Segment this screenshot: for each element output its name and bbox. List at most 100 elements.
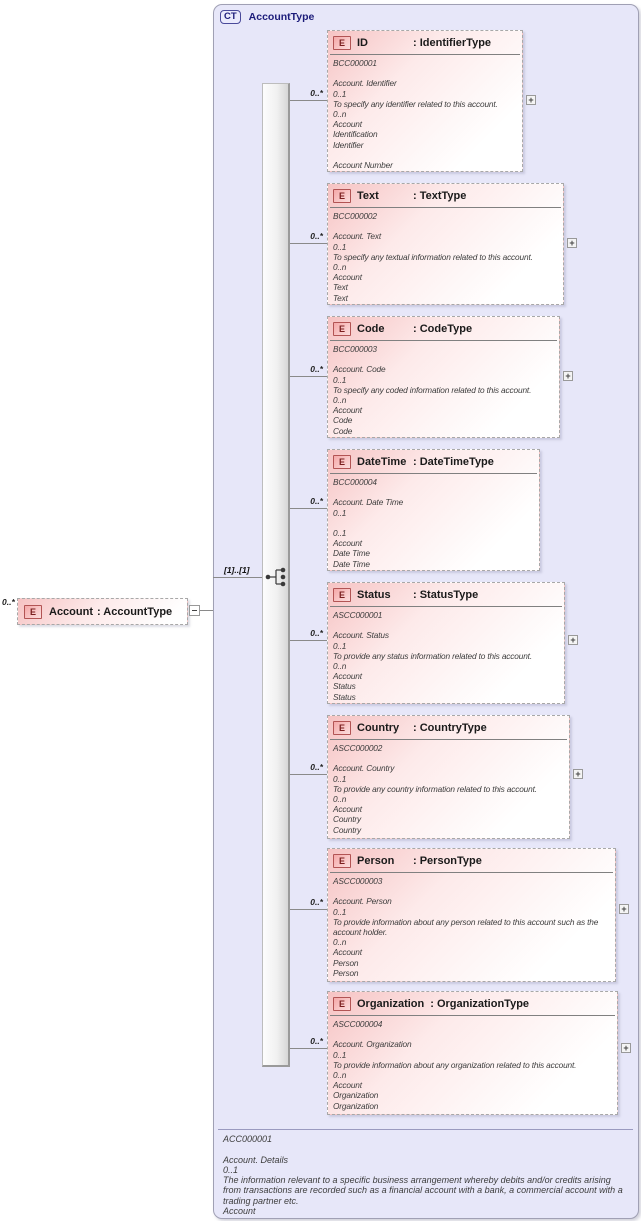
annotation-line: 0..1 (333, 374, 347, 385)
header-separator (330, 54, 520, 55)
annotation-line (333, 487, 538, 497)
annotation-line: Date Time (333, 558, 370, 569)
connector-line (290, 376, 327, 377)
annotation-line: Identifier (333, 139, 364, 150)
element-name: DateTime (357, 455, 407, 468)
annotation-line: 0..1 (333, 906, 347, 917)
header-separator (330, 872, 613, 873)
element-name: Status (357, 588, 391, 601)
annotation-line: 0..1 (333, 1049, 347, 1060)
root-element-name: Account (49, 605, 93, 618)
expand-icon[interactable] (526, 95, 536, 105)
header-separator (330, 340, 557, 341)
annotation-line: Account (333, 119, 362, 130)
element-type: : OrganizationType (430, 997, 530, 1010)
expand-icon[interactable] (563, 371, 573, 381)
element-badge-icon: E (333, 587, 351, 602)
expand-icon[interactable] (619, 904, 629, 914)
element-type: : TextType (413, 189, 467, 202)
header-separator (330, 207, 561, 208)
header-separator (330, 1015, 615, 1016)
annotation-line: 0..n (333, 661, 347, 671)
element-type: : IdentifierType (413, 36, 492, 49)
element-badge-icon: E (333, 35, 351, 50)
annotation-line: Account Number (333, 160, 393, 170)
annotation-line: Account (333, 947, 362, 958)
annotation-line: ACC000001 (223, 1134, 273, 1144)
annotation-line (223, 1144, 627, 1154)
annotation-line: Status (333, 691, 356, 702)
annotation-line: To provide information about any person … (333, 916, 599, 937)
element-box-account[interactable]: E Account : AccountType (17, 598, 188, 625)
annotation-line: Account. Organization (333, 1039, 412, 1050)
element-name: Person (357, 854, 395, 867)
sequence-compositor-icon[interactable] (264, 566, 290, 588)
connector-line (290, 1048, 327, 1049)
annotation-line (333, 1029, 616, 1039)
element-type: : CodeType (413, 322, 473, 335)
compositor-cardinality-label: [1]..[1] (224, 565, 250, 575)
annotation-line: BCC000004 (333, 477, 377, 487)
connector-line (200, 610, 213, 611)
annotation-line: Account. Person (333, 896, 392, 907)
annotation-line: Account (333, 1080, 362, 1091)
collapse-icon[interactable] (189, 605, 200, 616)
annotation-line: 0..1 (223, 1164, 239, 1175)
element-badge-icon: E (333, 321, 351, 336)
complextype-header: CT AccountType (220, 10, 314, 24)
annotation-line: Organization (333, 1090, 379, 1101)
annotation-line (333, 221, 562, 231)
expand-icon[interactable] (573, 769, 583, 779)
annotation-line (333, 886, 614, 896)
root-cardinality-label: 0..* (2, 597, 15, 607)
annotation-line: 0..1 (333, 241, 347, 252)
element-badge-icon: E (333, 188, 351, 203)
annotation-line: Account (333, 272, 362, 283)
annotation-line: To provide any status information relate… (333, 650, 532, 661)
element-badge-icon: E (333, 996, 351, 1011)
root-element-type: : AccountType (97, 605, 173, 618)
annotation-line: Account. Code (333, 364, 386, 375)
element-type: : DateTimeType (413, 455, 494, 468)
annotation-line: 0..n (333, 1070, 347, 1080)
annotation-line: Account (223, 1206, 256, 1217)
cardinality-label: 0..* (310, 628, 323, 638)
cardinality-label: 0..* (310, 762, 323, 772)
annotation-line: Organization (333, 1100, 379, 1111)
annotation-line (333, 150, 521, 160)
annotation-line: 0..1 (333, 527, 347, 538)
annotation-line: Account (333, 804, 362, 815)
annotation-line: 0..1 (333, 507, 347, 518)
annotation-line: To provide any country information relat… (333, 783, 537, 794)
element-name: Code (357, 322, 385, 335)
cardinality-label: 0..* (310, 231, 323, 241)
annotation-line: To specify any identifier related to thi… (333, 98, 498, 109)
annotation-line: 0..n (333, 262, 347, 272)
annotation-line: Text (333, 282, 348, 293)
expand-icon[interactable] (568, 635, 578, 645)
annotation-line: To provide information about any organiz… (333, 1059, 577, 1070)
annotation-line: Status (333, 681, 356, 692)
element-name: Text (357, 189, 379, 202)
annotation-line: ASCC000002 (333, 743, 383, 753)
cardinality-label: 0..* (310, 496, 323, 506)
element-name: Country (357, 721, 400, 734)
expand-icon[interactable] (621, 1043, 631, 1053)
expand-icon[interactable] (567, 238, 577, 248)
header-separator (330, 606, 562, 607)
